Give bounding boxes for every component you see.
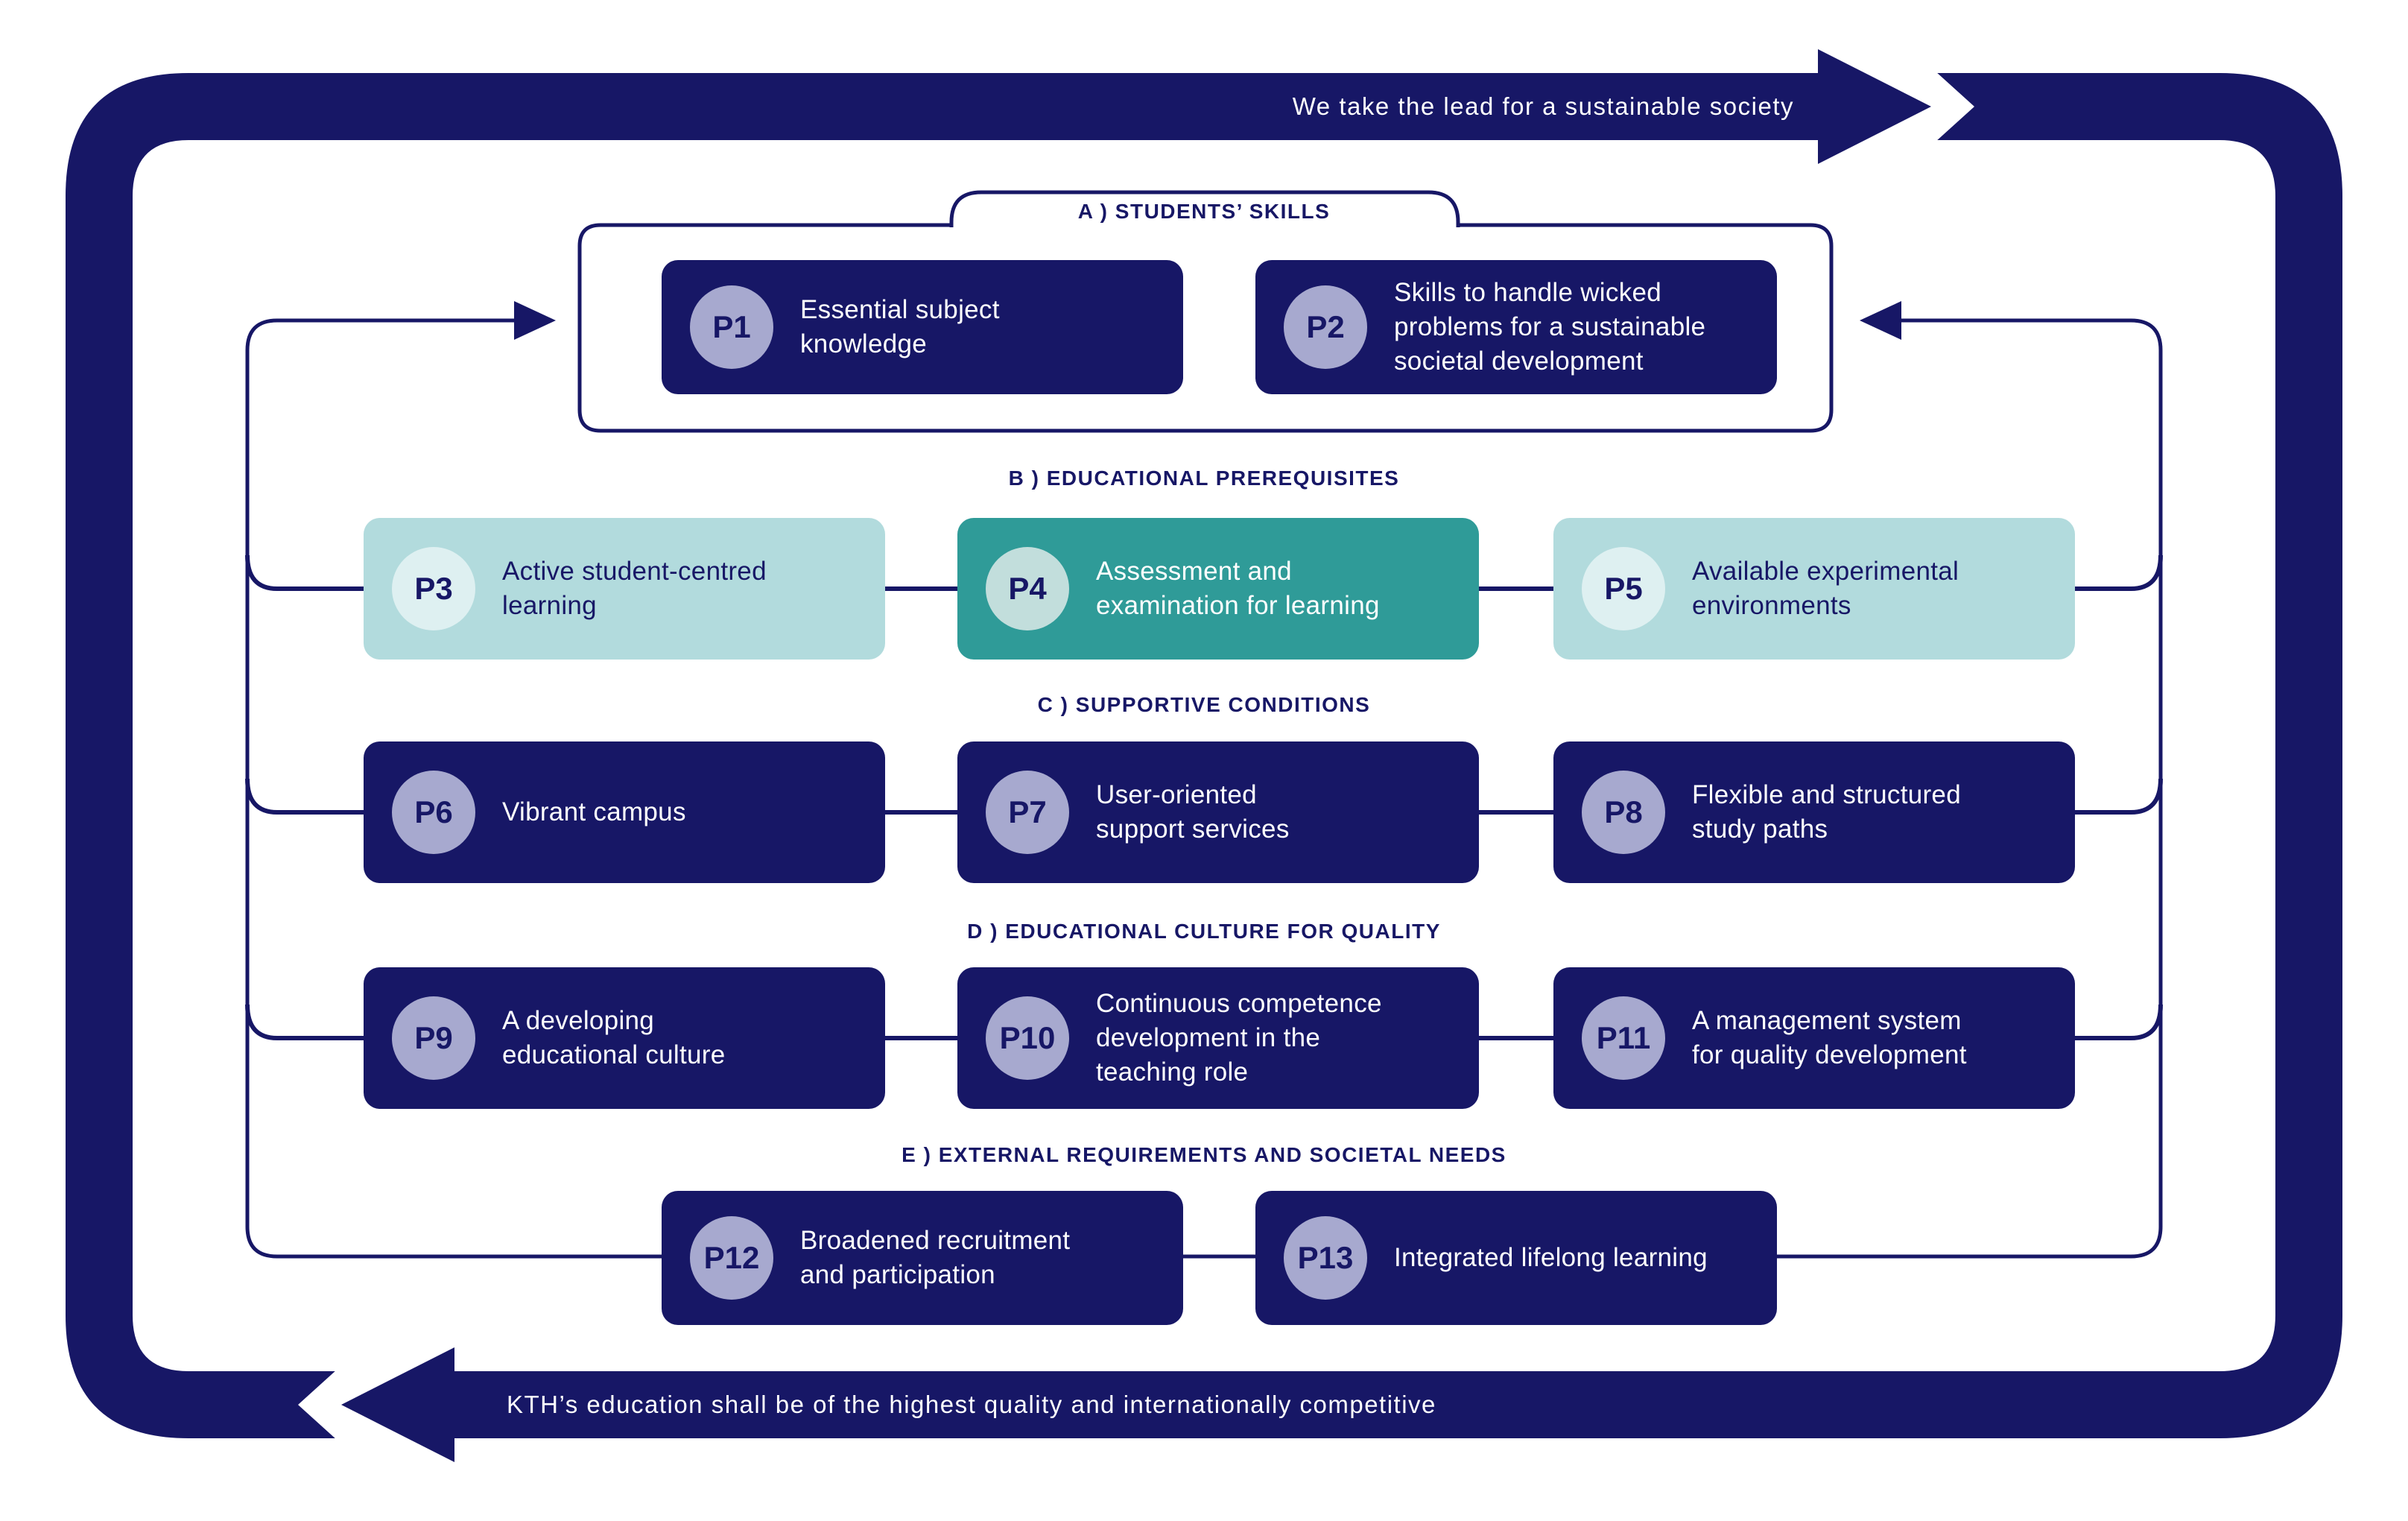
section-a-label: A ) STUDENTS’ SKILLS xyxy=(1077,200,1331,223)
p8-badge: P8 xyxy=(1582,771,1665,854)
p6-badge: P6 xyxy=(392,771,475,854)
p4-text: Assessment and examination for learning xyxy=(1096,557,1380,620)
box-p5: P5 Available experimental environments xyxy=(1553,518,2075,660)
bottom-band-arrowhead-icon xyxy=(341,1347,454,1462)
p2-badge: P2 xyxy=(1284,285,1367,369)
p6-text: Vibrant campus xyxy=(502,797,686,826)
top-banner-text: We take the lead for a sustainable socie… xyxy=(1292,92,1794,120)
box-p9: P9 A developing educational culture xyxy=(364,967,885,1109)
p9-badge: P9 xyxy=(392,996,475,1080)
p5-text: Available experimental environments xyxy=(1692,557,1959,620)
box-p11: P11 A management system for quality deve… xyxy=(1553,967,2075,1109)
loop-arrowhead-left-icon xyxy=(514,301,556,340)
p9-text: A developing educational culture xyxy=(502,1006,726,1069)
top-band-arrowhead-icon xyxy=(1818,49,1931,164)
p11-text: A management system for quality developm… xyxy=(1692,1006,1967,1069)
p3-badge: P3 xyxy=(392,547,475,630)
p1-badge: P1 xyxy=(690,285,773,369)
section-c-label: C ) SUPPORTIVE CONDITIONS xyxy=(1037,693,1371,716)
p10-text: Continuous competence development in the… xyxy=(1096,989,1382,1087)
box-p4: P4 Assessment and examination for learni… xyxy=(957,518,1479,660)
p3-text: Active student-centred learning xyxy=(502,557,767,620)
p12-text: Broadened recruitment and participation xyxy=(800,1226,1071,1289)
p13-badge: P13 xyxy=(1284,1216,1367,1300)
box-p8: P8 Flexible and structured study paths xyxy=(1553,741,2075,883)
p8-text: Flexible and structured study paths xyxy=(1692,780,1961,844)
box-p1: P1 Essential subject knowledge xyxy=(662,260,1183,394)
section-b-label: B ) EDUCATIONAL PREREQUISITES xyxy=(1008,467,1400,490)
bottom-banner-text: KTH’s education shall be of the highest … xyxy=(507,1391,1436,1418)
section-e-label: E ) EXTERNAL REQUIREMENTS AND SOCIETAL N… xyxy=(902,1143,1506,1166)
p12-badge: P12 xyxy=(690,1216,773,1300)
p10-badge: P10 xyxy=(986,996,1069,1080)
section-a-outline xyxy=(577,223,1834,433)
box-p6: P6 Vibrant campus xyxy=(364,741,885,883)
box-p7: P7 User-oriented support services xyxy=(957,741,1479,883)
p13-text: Integrated lifelong learning xyxy=(1394,1243,1708,1272)
section-d-label: D ) EDUCATIONAL CULTURE FOR QUALITY xyxy=(967,920,1441,943)
p4-badge: P4 xyxy=(986,547,1069,630)
section-a-tab xyxy=(949,190,1460,227)
box-p10: P10 Continuous competence development in… xyxy=(957,967,1479,1109)
p11-badge: P11 xyxy=(1582,996,1665,1080)
box-p12: P12 Broadened recruitment and participat… xyxy=(662,1191,1183,1325)
p2-text: Skills to handle wicked problems for a s… xyxy=(1394,278,1706,376)
box-p3: P3 Active student-centred learning xyxy=(364,518,885,660)
p7-badge: P7 xyxy=(986,771,1069,854)
p5-badge: P5 xyxy=(1582,547,1665,630)
box-p13: P13 Integrated lifelong learning xyxy=(1255,1191,1777,1325)
p7-text: User-oriented support services xyxy=(1096,780,1290,844)
p1-text: Essential subject knowledge xyxy=(800,295,1000,358)
box-p2: P2 Skills to handle wicked problems for … xyxy=(1255,260,1777,394)
inner-loop-line xyxy=(245,318,2163,1259)
loop-arrowhead-right-icon xyxy=(1860,301,1901,340)
